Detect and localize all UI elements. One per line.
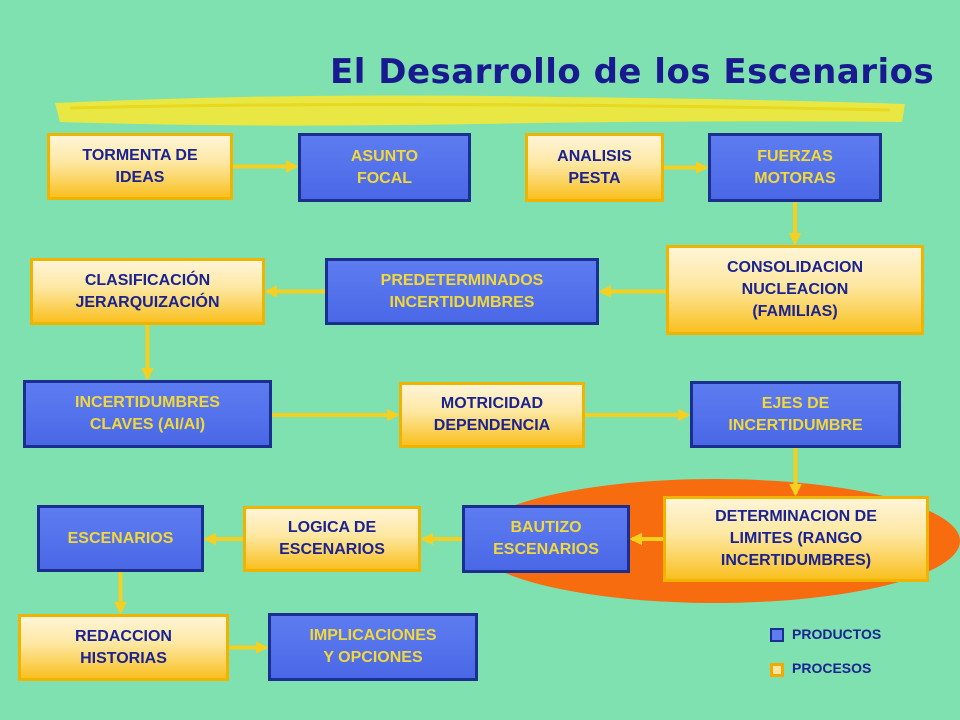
page-title: El Desarrollo de los Escenarios bbox=[330, 52, 935, 92]
node-motricidad: MOTRICIDAD DEPENDENCIA bbox=[399, 382, 585, 448]
node-ejes: EJES DE INCERTIDUMBRE bbox=[690, 381, 901, 448]
legend-procesos-label: PROCESOS bbox=[792, 660, 872, 676]
node-tormenta: TORMENTA DE IDEAS bbox=[47, 133, 233, 200]
legend-productos-label: PRODUCTOS bbox=[792, 626, 882, 642]
node-redaccion: REDACCION HISTORIAS bbox=[18, 614, 229, 681]
node-logica: LOGICA DE ESCENARIOS bbox=[243, 506, 421, 572]
node-analisis: ANALISIS PESTA bbox=[525, 133, 664, 202]
node-bautizo: BAUTIZO ESCENARIOS bbox=[462, 505, 630, 573]
title-underline-brush-streak bbox=[69, 102, 891, 112]
title-underline-brush bbox=[55, 95, 905, 126]
node-incertidumbres-claves: INCERTIDUMBRES CLAVES (AI/AI) bbox=[23, 380, 272, 448]
node-escenarios: ESCENARIOS bbox=[37, 505, 204, 572]
node-consolidacion: CONSOLIDACION NUCLEACION (FAMILIAS) bbox=[666, 245, 924, 335]
node-predeterminados: PREDETERMINADOS INCERTIDUMBRES bbox=[325, 258, 599, 325]
node-clasificacion: CLASIFICACIÓN JERARQUIZACIÓN bbox=[30, 258, 265, 325]
node-fuerzas: FUERZAS MOTORAS bbox=[708, 133, 882, 202]
node-asunto: ASUNTO FOCAL bbox=[298, 133, 471, 202]
legend-procesos-swatch bbox=[770, 663, 784, 677]
legend-productos-swatch bbox=[770, 628, 784, 642]
node-implicaciones: IMPLICACIONES Y OPCIONES bbox=[268, 613, 478, 681]
node-determinacion: DETERMINACION DE LIMITES (RANGO INCERTID… bbox=[663, 496, 929, 582]
